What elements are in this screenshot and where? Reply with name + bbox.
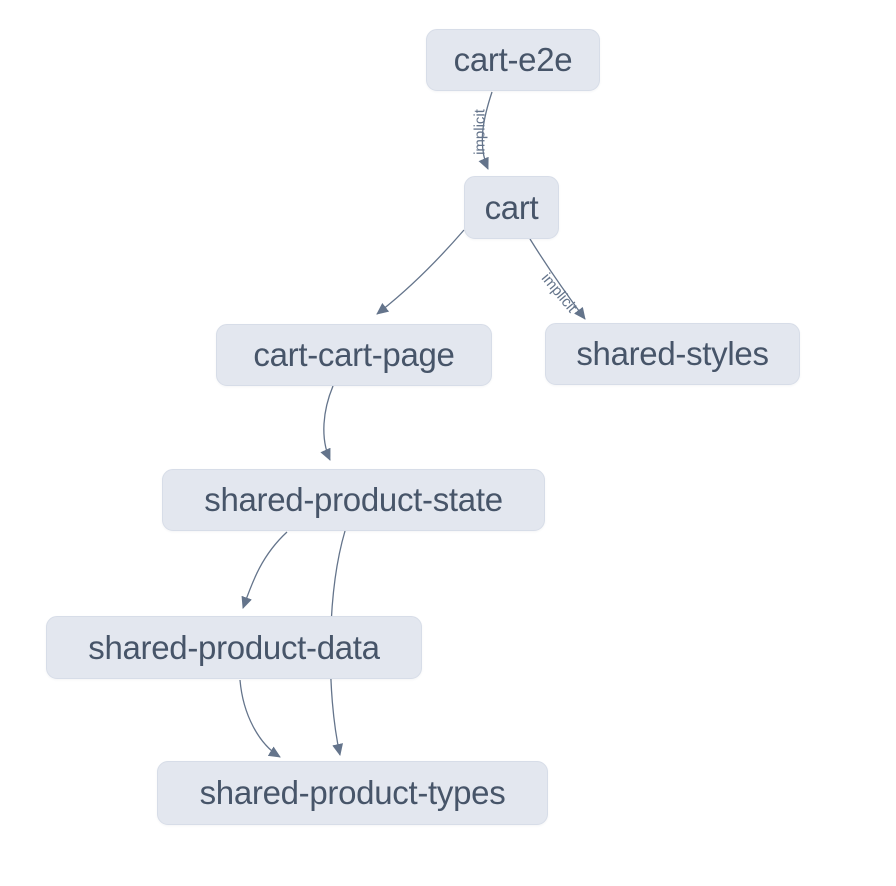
- node-label: shared-product-types: [199, 774, 506, 811]
- node-label: shared-product-state: [204, 481, 503, 518]
- edge-cart-to-cart-cart-page[interactable]: [376, 229, 465, 315]
- edge-label-implicit: implicit: [472, 108, 489, 155]
- graph-node-cart[interactable]: cart: [464, 176, 559, 239]
- node-label: cart-e2e: [453, 41, 573, 78]
- edge-shared-product-state-to-shared-product-data[interactable]: [241, 531, 288, 609]
- edge-cart-cart-page-to-shared-product-state[interactable]: [320, 385, 334, 461]
- graph-node-shared-product-state[interactable]: shared-product-state: [162, 469, 545, 531]
- node-label: cart: [484, 188, 539, 226]
- graph-node-shared-product-data[interactable]: shared-product-data: [46, 616, 422, 679]
- edge-cart-to-shared-styles[interactable]: [529, 238, 586, 320]
- graph-node-cart-e2e[interactable]: cart-e2e: [426, 29, 600, 91]
- graph-node-cart-cart-page[interactable]: cart-cart-page: [216, 324, 492, 386]
- edge-shared-product-data-to-shared-product-types[interactable]: [239, 679, 281, 758]
- graph-node-shared-product-types[interactable]: shared-product-types: [157, 761, 548, 825]
- edge-label-implicit: implicit: [538, 270, 581, 317]
- node-label: cart-cart-page: [253, 336, 455, 373]
- edge-cart-e2e-to-cart[interactable]: [478, 91, 493, 170]
- node-label: shared-styles: [576, 335, 769, 372]
- node-label: shared-product-data: [88, 628, 380, 666]
- graph-node-shared-styles[interactable]: shared-styles: [545, 323, 800, 385]
